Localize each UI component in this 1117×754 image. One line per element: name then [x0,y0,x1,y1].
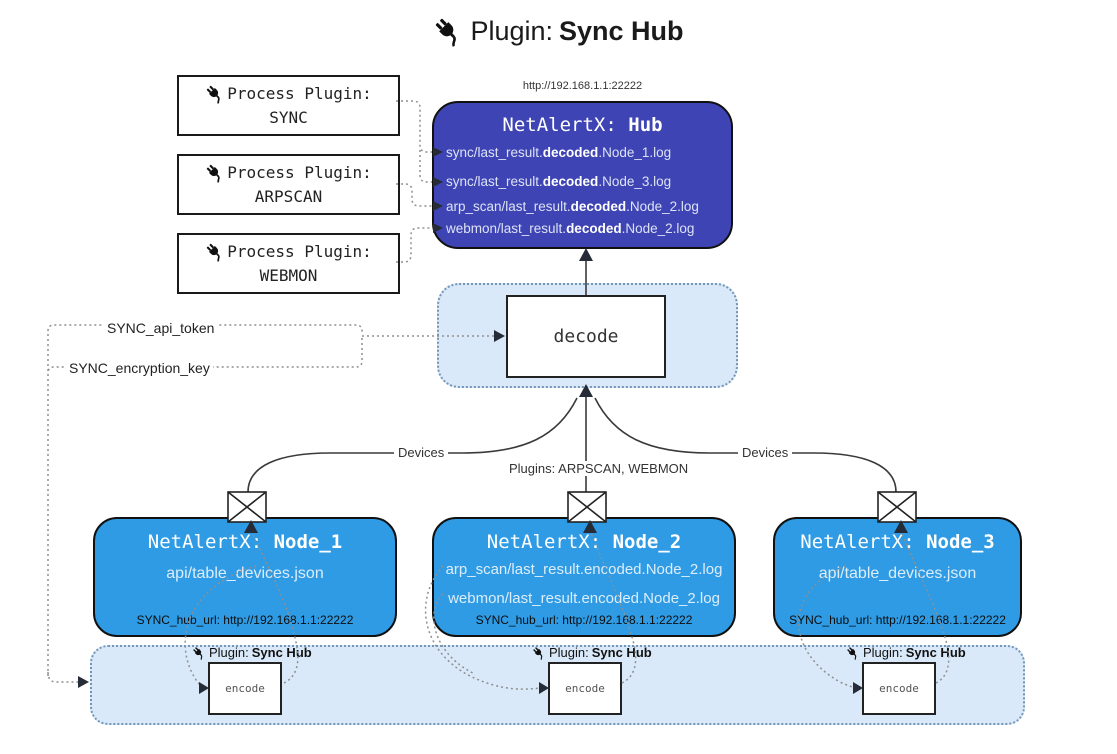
node-1-box: NetAlertX: Node_1 api/table_devices.json… [93,517,397,637]
plug-icon [205,242,225,262]
node-hub-url: SYNC_hub_url: http://192.168.1.1:22222 [136,613,354,627]
process-plugin-name: WEBMON [259,265,318,285]
plug-icon [433,16,464,47]
process-plugin-name: ARPSCAN [254,186,323,206]
node-3-box: NetAlertX: Node_3 api/table_devices.json… [773,517,1022,637]
hub-title-name: Hub [628,114,663,136]
node-file-line: api/table_devices.json [818,565,977,582]
plugins-mid-label: Plugins: ARPSCAN, WEBMON [505,461,693,476]
node-2-box: NetAlertX: Node_2 arp_scan/last_result.e… [432,517,736,637]
devices-right-label: Devices [738,445,793,460]
encode-box: encode [208,662,282,715]
edge-sync-log1 [396,100,432,153]
hub-log-line: sync/last_result.decoded.Node_1.log [446,145,672,160]
encode-plugin-label: Plugin: Sync Hub [192,645,312,660]
devices-left-label: Devices [394,445,449,460]
node-title: NetAlertX: Node_2 [486,531,682,553]
node-file-line: api/table_devices.json [166,565,324,582]
process-plugin-sync-box: Process Plugin: SYNC [177,75,400,136]
node-hub-url: SYNC_hub_url: http://192.168.1.1:22222 [475,613,693,627]
sync-encryption-key-label: SYNC_encryption_key [66,360,213,376]
arrowhead-keys-band [78,676,89,688]
process-plugin-webmon-box: Process Plugin: WEBMON [177,233,400,294]
hub-log-line: sync/last_result.decoded.Node_3.log [446,174,672,189]
hub-log-line: arp_scan/last_result.decoded.Node_2.log [446,199,699,214]
encode-plugin-label: Plugin: Sync Hub [532,645,652,660]
process-plugin-label: Process Plugin: [227,242,372,262]
node-hub-url: SYNC_hub_url: http://192.168.1.1:22222 [789,613,1006,627]
plug-icon [205,163,225,183]
page-title-prefix: Plugin: [470,16,554,46]
process-plugin-arpscan-box: Process Plugin: ARPSCAN [177,154,400,215]
node-file-line: arp_scan/last_result.encoded.Node_2.log [445,561,723,578]
plug-icon [532,646,546,660]
arrowhead-to-hub [579,248,593,261]
sync-api-token-label: SYNC_api_token [104,320,218,336]
hub-box: NetAlertX: Hub sync/last_result.decoded.… [432,101,733,249]
node-title: NetAlertX: Node_3 [800,531,995,553]
edge-sync-log2 [419,150,432,183]
page-title-name: Sync Hub [559,16,684,46]
hub-log-line: webmon/last_result.decoded.Node_2.log [446,221,695,236]
node-file-line: webmon/last_result.encoded.Node_2.log [448,590,720,607]
edge-webmon-log4 [396,227,432,263]
hub-title: NetAlertX: Hub [434,114,731,136]
page-title: Plugin: Sync Hub [0,16,1117,47]
plug-icon [846,646,860,660]
hub-url-label: http://192.168.1.1:22222 [522,80,643,92]
edge-keys-band [47,671,78,683]
encode-box: encode [862,662,936,715]
node-title: NetAlertX: Node_1 [147,531,343,553]
plug-icon [192,646,206,660]
encode-box: encode [548,662,622,715]
hub-title-prefix: NetAlertX: [502,114,629,136]
process-plugin-label: Process Plugin: [227,84,372,104]
plug-icon [205,84,225,104]
process-plugin-name: SYNC [269,107,308,127]
decode-box: decode [506,295,666,378]
encode-plugin-label: Plugin: Sync Hub [846,645,966,660]
edge-arpscan-log3 [396,183,432,207]
process-plugin-label: Process Plugin: [227,163,372,183]
